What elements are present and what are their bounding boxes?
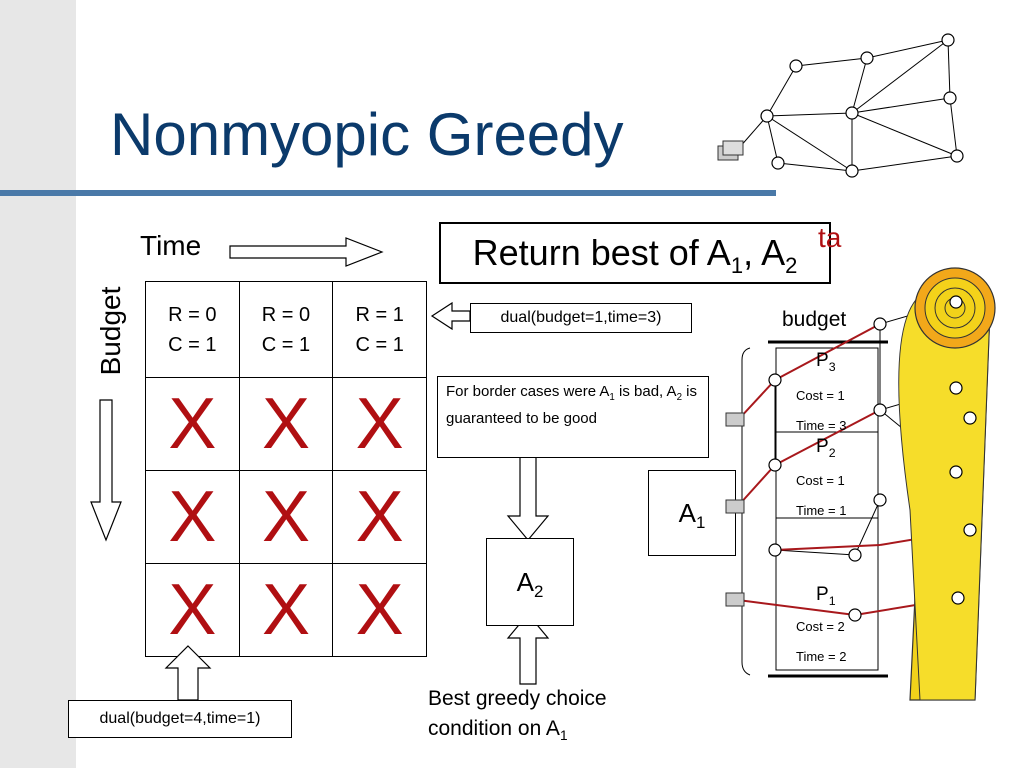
x-mark: X: [261, 570, 310, 650]
x-mark: X: [355, 477, 404, 557]
down-arrow-icon: [506, 451, 550, 541]
left-arrow-icon: [430, 301, 471, 331]
x-mark: X: [355, 570, 404, 650]
a2-box: A2: [486, 538, 574, 626]
dual-bottom-label: dual(budget=4,time=1): [68, 700, 292, 738]
x-mark: X: [261, 477, 310, 557]
grid-cell-x: X: [332, 377, 427, 471]
grid-cell-x: X: [145, 563, 240, 657]
x-mark: X: [355, 384, 404, 464]
partial-red-text: ta: [818, 222, 842, 253]
x-mark: X: [168, 384, 217, 464]
path-time: Time = 3: [796, 418, 847, 433]
network-graph-icon: [717, 33, 964, 178]
border-cases-note: For border cases were A1 is bad, A2 is g…: [437, 376, 709, 458]
path-label: P3: [816, 350, 836, 374]
x-mark: X: [168, 570, 217, 650]
path-cost: Cost = 1: [796, 388, 845, 403]
grid-cell-x: X: [145, 377, 240, 471]
budget-header: budget: [782, 308, 847, 331]
return-best-box: Return best of A1, A2: [439, 222, 831, 284]
path-network-illustration: [725, 267, 996, 701]
grid-cell-x: X: [238, 377, 334, 471]
grid-cell-x: X: [238, 470, 334, 564]
grid-cell-x: X: [145, 470, 240, 564]
best-greedy-caption: Best greedy choice condition on A1: [428, 687, 607, 744]
left-sidebar-band: [0, 0, 76, 768]
up-arrow-icon: [164, 645, 212, 701]
path-time: Time = 1: [796, 503, 847, 518]
path-label: P2: [816, 436, 836, 460]
a1-box: A1: [648, 470, 736, 556]
path-cost: Cost = 2: [796, 619, 845, 634]
time-arrow-icon: [229, 237, 384, 267]
dual-top-label: dual(budget=1,time=3): [470, 303, 692, 333]
path-label: P1: [816, 584, 836, 608]
path-cost: Cost = 1: [796, 473, 845, 488]
grid-cell-x: X: [332, 563, 427, 657]
budget-arrow-icon: [90, 399, 122, 542]
time-axis-label: Time: [140, 230, 202, 261]
slide-title: Nonmyopic Greedy: [110, 101, 624, 168]
title-divider: [0, 190, 776, 196]
up-arrow-icon: [506, 613, 550, 685]
path-time: Time = 2: [796, 649, 847, 664]
x-mark: X: [261, 384, 310, 464]
x-mark: X: [168, 477, 217, 557]
